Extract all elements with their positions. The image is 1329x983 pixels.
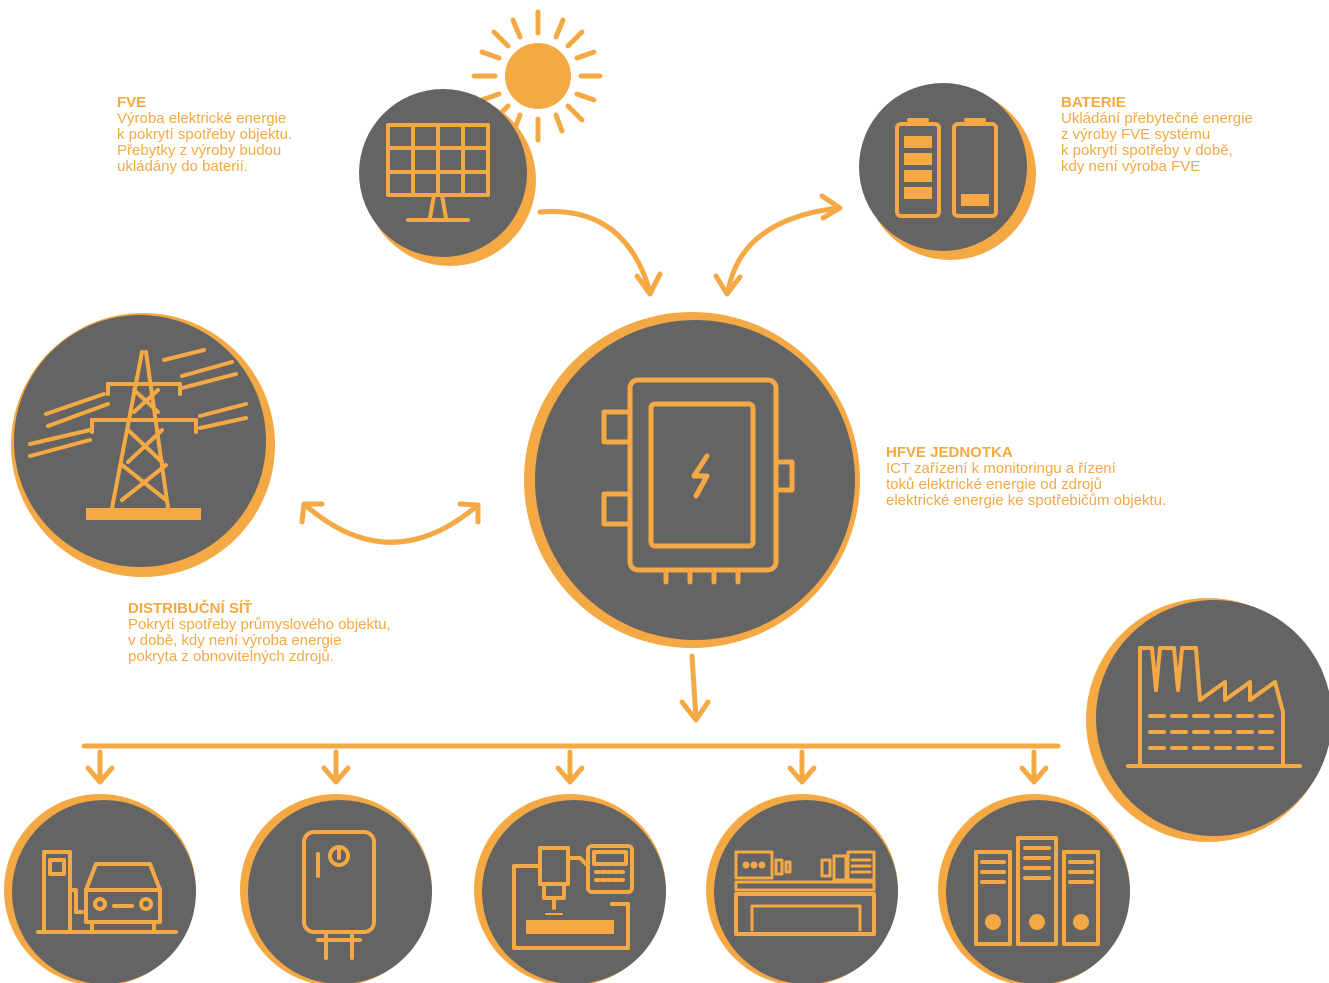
server-rack-icon <box>974 836 1100 946</box>
cnc-machine-icon <box>512 844 634 950</box>
fve-title: FVE <box>117 94 147 111</box>
flow-arrows <box>81 193 1061 785</box>
arrow-grid-hfve <box>301 501 481 545</box>
solar-panel-icon <box>386 123 490 222</box>
fve-desc-line: k pokrytí spotřeby objektu. <box>117 126 293 143</box>
arrow-hfve-to-bus <box>689 653 699 721</box>
consumer-server <box>938 794 1130 983</box>
consumer-cnc <box>474 794 666 983</box>
grid-label: DISTRIBUČNÍ SÍŤ Pokrytí spotřeby průmysl… <box>128 601 391 665</box>
battery-node <box>859 83 1036 260</box>
battery-desc-line: k pokrytí spotřeby v době, <box>1061 142 1233 159</box>
consumer-ev <box>4 794 196 983</box>
hfve-desc-line: ICT zařízení k monitoringu a řízení <box>886 460 1116 477</box>
grid-node <box>11 313 275 577</box>
grid-desc-line: v době, kdy není výroba energie <box>128 632 342 649</box>
battery-icon <box>895 118 998 218</box>
hfve-desc-line: elektrické energie ke spotřebičům objekt… <box>886 492 1167 509</box>
arrow-fve-to-hfve <box>537 208 653 295</box>
water-heater-icon <box>302 830 376 960</box>
fve-desc-line: ukládány do baterií. <box>117 158 248 175</box>
factory-icon <box>1126 646 1302 768</box>
grid-desc-line: pokryta z obnovitelných zdrojů. <box>128 648 334 665</box>
lathe-icon <box>734 850 876 936</box>
sun-icon <box>471 9 603 143</box>
grid-desc-line: Pokrytí spotřeby průmyslového objektu, <box>128 616 391 633</box>
power-pylon-icon <box>28 348 248 520</box>
grid-title: DISTRIBUČNÍ SÍŤ <box>128 600 253 617</box>
ev-charger-car-icon <box>36 850 178 934</box>
battery-title: BATERIE <box>1061 94 1126 111</box>
battery-label: BATERIE Ukládání přebytečné energie z vý… <box>1061 95 1253 175</box>
fve-label: FVE Výroba elektrické energie k pokrytí … <box>117 95 292 175</box>
fve-desc-line: Přebytky z výroby budou <box>117 142 282 159</box>
battery-desc-line: z výroby FVE systému <box>1061 126 1211 143</box>
hfve-label: HFVE JEDNOTKA ICT zařízení k monitoringu… <box>886 445 1166 509</box>
fve-node <box>359 89 536 266</box>
arrow-hfve-battery <box>725 205 841 295</box>
electrical-cabinet-icon <box>601 377 795 585</box>
consumer-water-heater <box>240 794 432 983</box>
hfve-node <box>524 312 860 648</box>
factory-node <box>1086 598 1329 842</box>
consumer-lathe <box>706 794 898 983</box>
hfve-desc-line: toků elektrické energie od zdrojů <box>886 476 1102 493</box>
fve-desc-line: Výroba elektrické energie <box>117 110 287 127</box>
battery-desc-line: kdy není výroba FVE <box>1061 158 1201 175</box>
battery-desc-line: Ukládání přebytečné energie <box>1061 110 1253 127</box>
hfve-title: HFVE JEDNOTKA <box>886 444 1013 461</box>
